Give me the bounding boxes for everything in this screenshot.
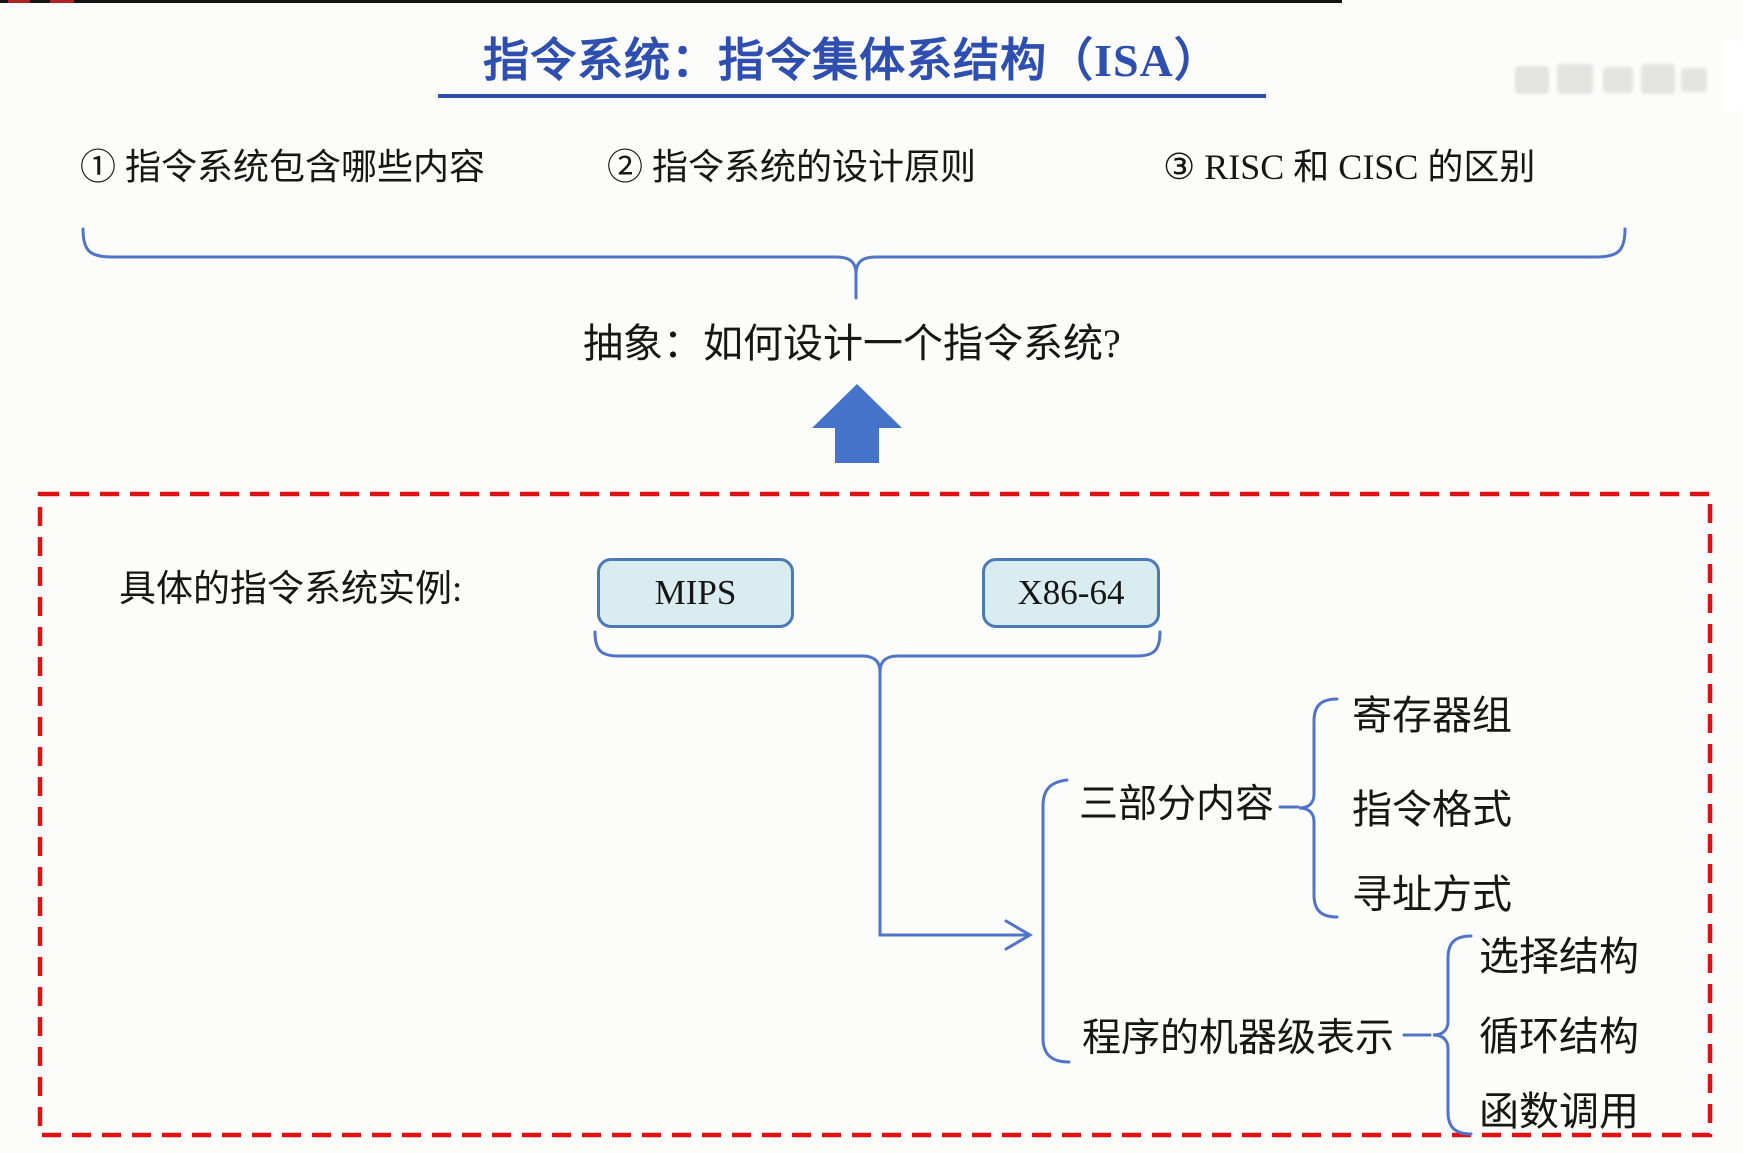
three-parts-curly-brace — [1278, 697, 1339, 919]
topic-item-2: ② 指令系统的设计原则 — [607, 147, 977, 187]
screen-corner-artifact — [1722, 40, 1743, 112]
top-brace — [81, 227, 1627, 300]
branch-label-three-parts: 三部分内容 — [1079, 783, 1275, 826]
isa-box-x86-64: X86-64 — [982, 558, 1160, 628]
topic-item-1: ① 指令系统包含哪些内容 — [80, 147, 486, 187]
topic-item-3: ③ RISC 和 CISC 的区别 — [1163, 147, 1536, 187]
watermark-artifact — [1513, 58, 1713, 102]
watermark-glyph-blob — [1603, 67, 1633, 93]
examples-section-label: 具体的指令系统实例: — [119, 569, 463, 610]
branch-bracket — [1041, 778, 1071, 1064]
machine-level-curly-brace — [1402, 934, 1473, 1136]
isa-box-mips-label: MIPS — [654, 573, 737, 612]
page-title: 指令系统：指令集体系结构（ISA） — [438, 30, 1266, 98]
isa-box-x86-64-label: X86-64 — [1017, 573, 1125, 612]
branch-item-register-set: 寄存器组 — [1352, 693, 1512, 738]
watermark-glyph-blob — [1681, 68, 1707, 92]
branch-item-loop-structure: 循环结构 — [1479, 1014, 1639, 1059]
watermark-glyph-blob — [1515, 66, 1549, 94]
branch-label-machine-level: 程序的机器级表示 — [1082, 1017, 1395, 1060]
red-dashed-frame — [37, 491, 1713, 1138]
branch-item-instruction-format: 指令格式 — [1352, 787, 1512, 832]
blue-connectors — [81, 227, 1627, 1136]
isa-brace — [593, 630, 1162, 937]
isa-box-mips: MIPS — [597, 558, 794, 628]
watermark-glyph-blob — [1557, 64, 1593, 94]
branch-item-addressing-mode: 寻址方式 — [1352, 872, 1512, 917]
up-arrow-icon — [812, 384, 902, 463]
strip-red-mark — [8, 0, 30, 3]
abstraction-question: 抽象：如何设计一个指令系统? — [583, 321, 1121, 366]
branch-item-function-call: 函数调用 — [1479, 1089, 1639, 1134]
top-screen-strip — [0, 0, 1342, 3]
arrowhead-right-icon — [1004, 919, 1033, 951]
watermark-glyph-blob — [1641, 64, 1675, 94]
strip-red-mark — [50, 0, 74, 3]
branch-item-selection-structure: 选择结构 — [1479, 934, 1639, 979]
